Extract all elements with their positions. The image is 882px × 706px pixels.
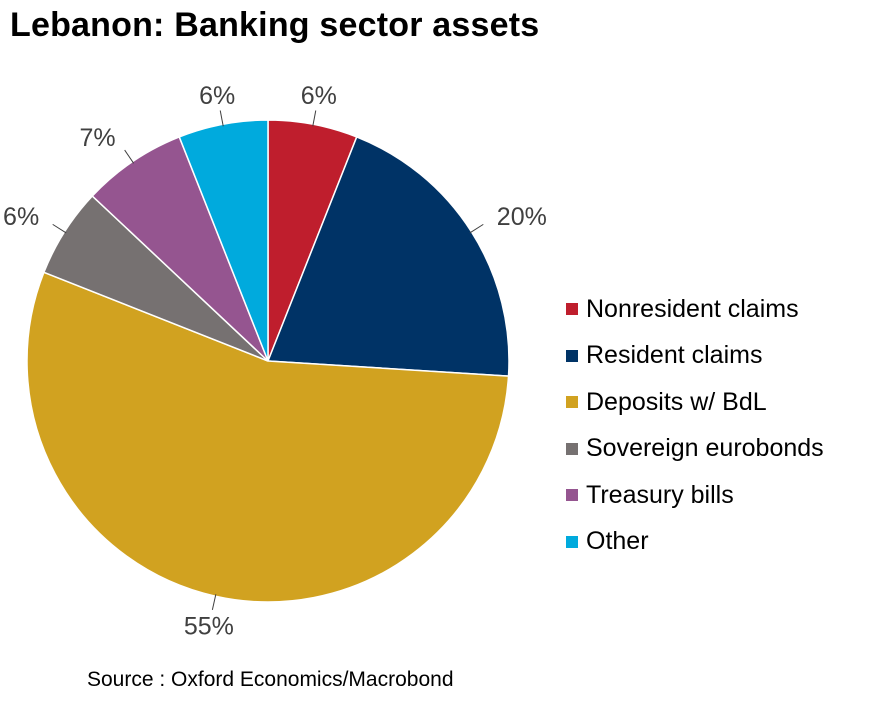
legend-swatch [566, 442, 578, 455]
legend-label: Treasury bills [586, 480, 734, 509]
legend: Nonresident claims Resident claims Depos… [566, 286, 824, 565]
leader-line-treasury-bills [124, 149, 135, 164]
slice-label-sovereign-eurobonds: 6% [3, 203, 39, 231]
legend-swatch [566, 489, 578, 502]
legend-label: Nonresident claims [586, 294, 799, 323]
legend-swatch [566, 535, 578, 548]
legend-item-nonresident-claims: Nonresident claims [566, 286, 824, 333]
legend-item-deposits-bdl: Deposits w/ BdL [566, 379, 824, 426]
chart-title: Lebanon: Banking sector assets [10, 6, 540, 44]
leader-line-nonresident-claims [312, 110, 317, 127]
legend-item-other: Other [566, 519, 824, 566]
slice-label-nonresident-claims: 6% [301, 82, 337, 110]
slice-label-resident-claims: 20% [497, 203, 547, 231]
legend-label: Other [586, 527, 649, 556]
legend-item-treasury-bills: Treasury bills [566, 472, 824, 519]
legend-label: Sovereign eurobonds [586, 434, 824, 463]
legend-swatch [566, 396, 578, 409]
legend-item-resident-claims: Resident claims [566, 333, 824, 380]
legend-label: Resident claims [586, 341, 763, 370]
leader-line-other [219, 110, 224, 127]
source-note: Source : Oxford Economics/Macrobond [87, 668, 454, 691]
slice-label-treasury-bills: 7% [80, 124, 116, 152]
leader-line-resident-claims [469, 223, 484, 234]
slice-label-deposits-w-bdl: 55% [184, 612, 234, 640]
leader-line-sovereign-eurobonds [52, 223, 67, 234]
legend-item-sovereign-eurobonds: Sovereign eurobonds [566, 426, 824, 473]
slice-label-other: 6% [199, 82, 235, 110]
legend-swatch [566, 303, 578, 316]
legend-swatch [566, 349, 578, 362]
leader-line-deposits-w-bdl [211, 594, 217, 610]
legend-label: Deposits w/ BdL [586, 387, 767, 416]
